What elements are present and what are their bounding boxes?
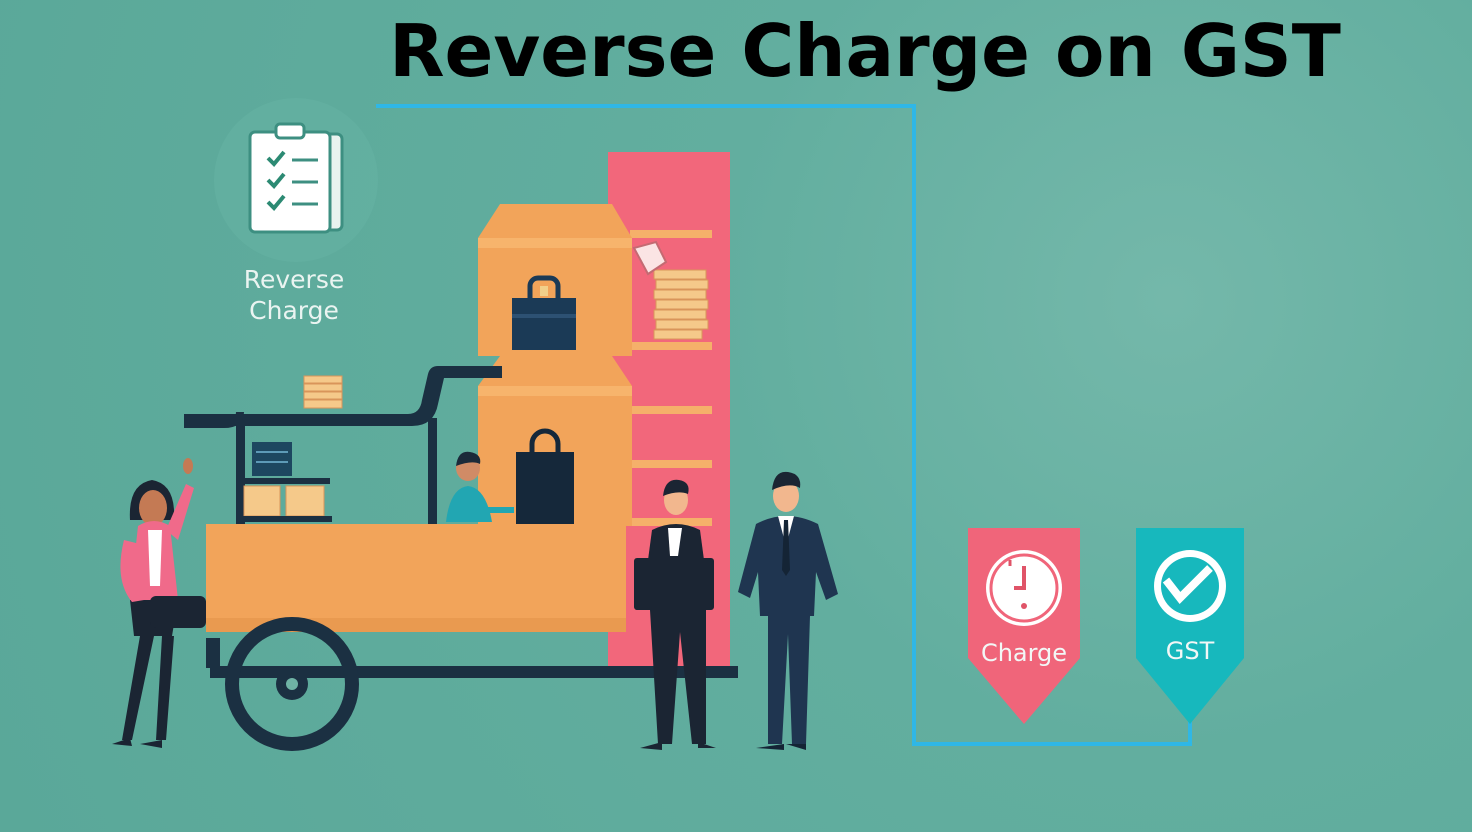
gst-tag-label: GST [1165,637,1215,665]
reverse-charge-line2: Charge [249,296,339,325]
books-icon [238,442,332,522]
reverse-charge-line1: Reverse [243,265,345,294]
coin-stack-icon [653,269,709,340]
shopping-bag-icon [516,428,574,524]
reverse-charge-label: Reverse Charge [214,264,374,326]
man-carrying-box [634,479,716,750]
cart-wheel [225,617,359,751]
clipboard-icon [214,98,378,262]
businessman [738,471,838,750]
paper-note-icon [632,240,668,276]
vendor-person [446,451,514,522]
cargo-boxes [478,204,632,526]
charge-tag-label: Charge [980,639,1068,667]
connector-line [376,104,1192,746]
briefcase-icon [512,275,576,350]
page-title: Reverse Charge on GST [389,9,1341,93]
clock-icon [986,550,1062,626]
check-badge-icon [1154,550,1226,622]
charge-tag [968,528,1080,724]
food-cart [184,366,738,751]
woman-customer [112,458,206,748]
gst-tag [1136,528,1244,724]
